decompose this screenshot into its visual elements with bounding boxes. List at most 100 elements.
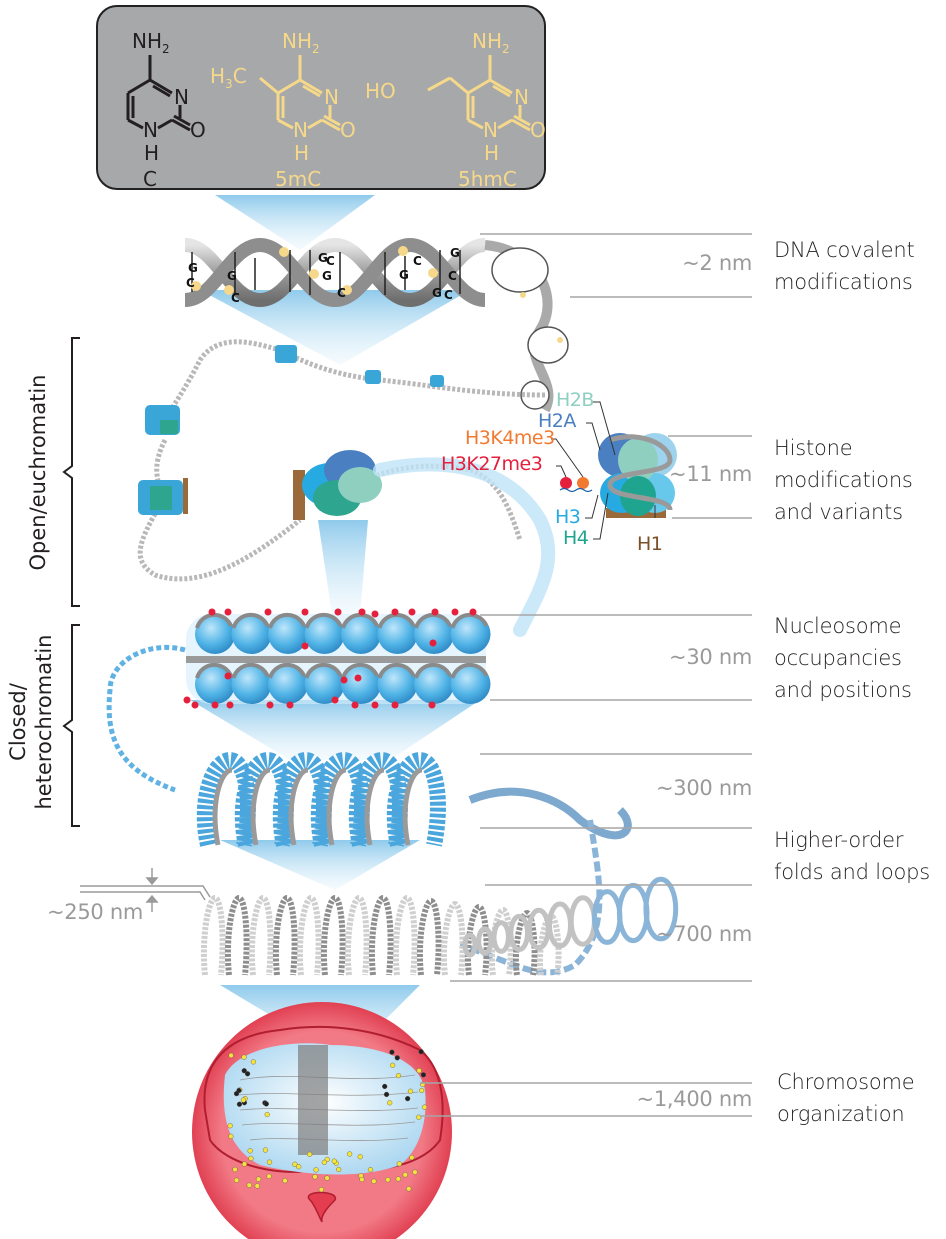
nuclear-particle bbox=[409, 1154, 415, 1161]
histone-label-h2b: H2B bbox=[556, 389, 594, 411]
dna-wrap bbox=[450, 612, 489, 629]
loop-turn bbox=[416, 897, 442, 976]
zoom-beam-2 bbox=[200, 290, 470, 365]
nuclear-particle bbox=[254, 1183, 260, 1189]
h3k27me3-mark bbox=[211, 701, 219, 709]
nuclear-particle bbox=[418, 1049, 424, 1055]
zoom-beam-5 bbox=[220, 840, 420, 890]
h3k27me3-mark bbox=[301, 642, 309, 650]
nuclear-particle bbox=[405, 1096, 411, 1102]
nuclear-particle bbox=[321, 1159, 327, 1165]
fiber-tail-right bbox=[468, 787, 632, 840]
dna-base: C bbox=[337, 286, 346, 300]
5mc-structure: H3C NH2 N N H O 5mC bbox=[210, 29, 356, 191]
nuclear-particle bbox=[416, 1114, 422, 1120]
cytosine-n3: N bbox=[174, 85, 189, 109]
h3k27me3-mark bbox=[266, 701, 274, 709]
nuclear-particle bbox=[241, 1161, 248, 1167]
nuclear-particle bbox=[312, 1174, 318, 1180]
nuclear-particle bbox=[390, 1062, 396, 1068]
nuclear-particle bbox=[263, 1101, 269, 1107]
nuclear-particle bbox=[416, 1068, 422, 1074]
5mc-o: O bbox=[340, 118, 356, 142]
loop-turn bbox=[320, 894, 346, 976]
nucleosome-bead bbox=[450, 614, 491, 654]
nucleosome-bead bbox=[304, 664, 345, 704]
nuclear-particle bbox=[307, 1151, 313, 1157]
nuclear-particle bbox=[402, 1172, 408, 1178]
nuclear-particle bbox=[255, 1176, 262, 1182]
nuclear-particle bbox=[389, 1049, 395, 1055]
nuclear-particle bbox=[247, 1148, 253, 1154]
nuclear-particle bbox=[232, 1166, 238, 1173]
loop-turn bbox=[568, 895, 597, 947]
dna-base: C bbox=[413, 254, 422, 268]
dna-wrap bbox=[341, 612, 379, 629]
nuclear-particle bbox=[394, 1055, 400, 1061]
nuclear-particle bbox=[324, 1175, 330, 1181]
desc-line: modifications bbox=[774, 468, 913, 492]
coil-turn bbox=[310, 751, 370, 847]
desc-nucleosome: Nucleosome occupancies and positions bbox=[774, 610, 912, 706]
h3k27me3-mark bbox=[371, 610, 379, 618]
nucleosome-bead bbox=[231, 614, 272, 654]
nucleosome-bead bbox=[268, 664, 308, 704]
nuclear-particle bbox=[412, 1169, 418, 1175]
loop-turn bbox=[224, 894, 250, 976]
h3k27me3-mark bbox=[408, 608, 416, 616]
nuclear-particle bbox=[240, 1097, 247, 1103]
scale-label-250nm: ~250 nm bbox=[46, 900, 143, 924]
zoom-beam-3 bbox=[318, 520, 368, 615]
dna-base: G bbox=[318, 251, 328, 265]
h3k27me3-mark bbox=[371, 701, 379, 709]
nucleosome-bead bbox=[377, 664, 418, 704]
methyl-marks bbox=[191, 246, 563, 343]
nucleosome-bead bbox=[195, 614, 235, 654]
loop-turn bbox=[488, 906, 514, 976]
h3k27me3-mark bbox=[340, 676, 348, 684]
nuclear-particle bbox=[233, 1177, 240, 1183]
nuclear-particle bbox=[359, 1176, 365, 1183]
dna-base: C bbox=[326, 254, 335, 268]
dna-base: G bbox=[432, 286, 442, 300]
desc-line: occupancies bbox=[774, 646, 902, 670]
loop-turn bbox=[491, 920, 511, 954]
scale-label-1400nm: ~1,400 nm bbox=[636, 1087, 753, 1111]
nuclear-particle bbox=[262, 1147, 269, 1153]
loop-turn bbox=[296, 894, 322, 976]
dna-wrap bbox=[304, 662, 343, 679]
nuclear-particle bbox=[382, 1083, 388, 1090]
fiber-tail-left bbox=[106, 644, 186, 793]
nucleosome-bead bbox=[414, 614, 454, 654]
desc-line: folds and loops bbox=[774, 860, 931, 884]
h3k27me3-mark bbox=[264, 608, 272, 616]
h3k27me3-mark bbox=[391, 608, 399, 616]
nuclear-particle bbox=[387, 1100, 393, 1106]
dna-base: C bbox=[186, 276, 195, 290]
coil-core bbox=[250, 767, 271, 846]
coil-turn bbox=[272, 751, 332, 847]
nucleosome-bead bbox=[414, 664, 454, 704]
dna-wrap bbox=[231, 662, 270, 679]
nuclear-particle bbox=[357, 1154, 363, 1160]
5mc-n3: N bbox=[324, 85, 339, 109]
desc-line: Chromosome bbox=[777, 1070, 915, 1094]
nuclear-particle bbox=[227, 1123, 233, 1129]
histone-label-h2a: H2A bbox=[538, 410, 576, 432]
nucleosome-bead bbox=[377, 614, 418, 654]
dna-wrap bbox=[414, 662, 452, 679]
nuclear-particle bbox=[395, 1176, 401, 1182]
h3k27me3-mark bbox=[351, 701, 359, 709]
nuclear-particle bbox=[318, 1187, 324, 1193]
label-closed-heterochromatin: Closed/ heterochromatin bbox=[5, 622, 57, 822]
coil-core bbox=[288, 767, 309, 846]
nuclear-particle bbox=[250, 1059, 257, 1065]
nuclear-particle bbox=[266, 1159, 273, 1165]
dna-base: G bbox=[450, 246, 460, 260]
desc-chromosome: Chromosome organization bbox=[777, 1066, 915, 1130]
nuclear-particle bbox=[282, 1178, 288, 1184]
h3k27me3-mark bbox=[331, 696, 339, 704]
5mc-label: 5mC bbox=[275, 167, 321, 191]
cytosine-structure: NH2 N N H O C bbox=[126, 29, 206, 191]
